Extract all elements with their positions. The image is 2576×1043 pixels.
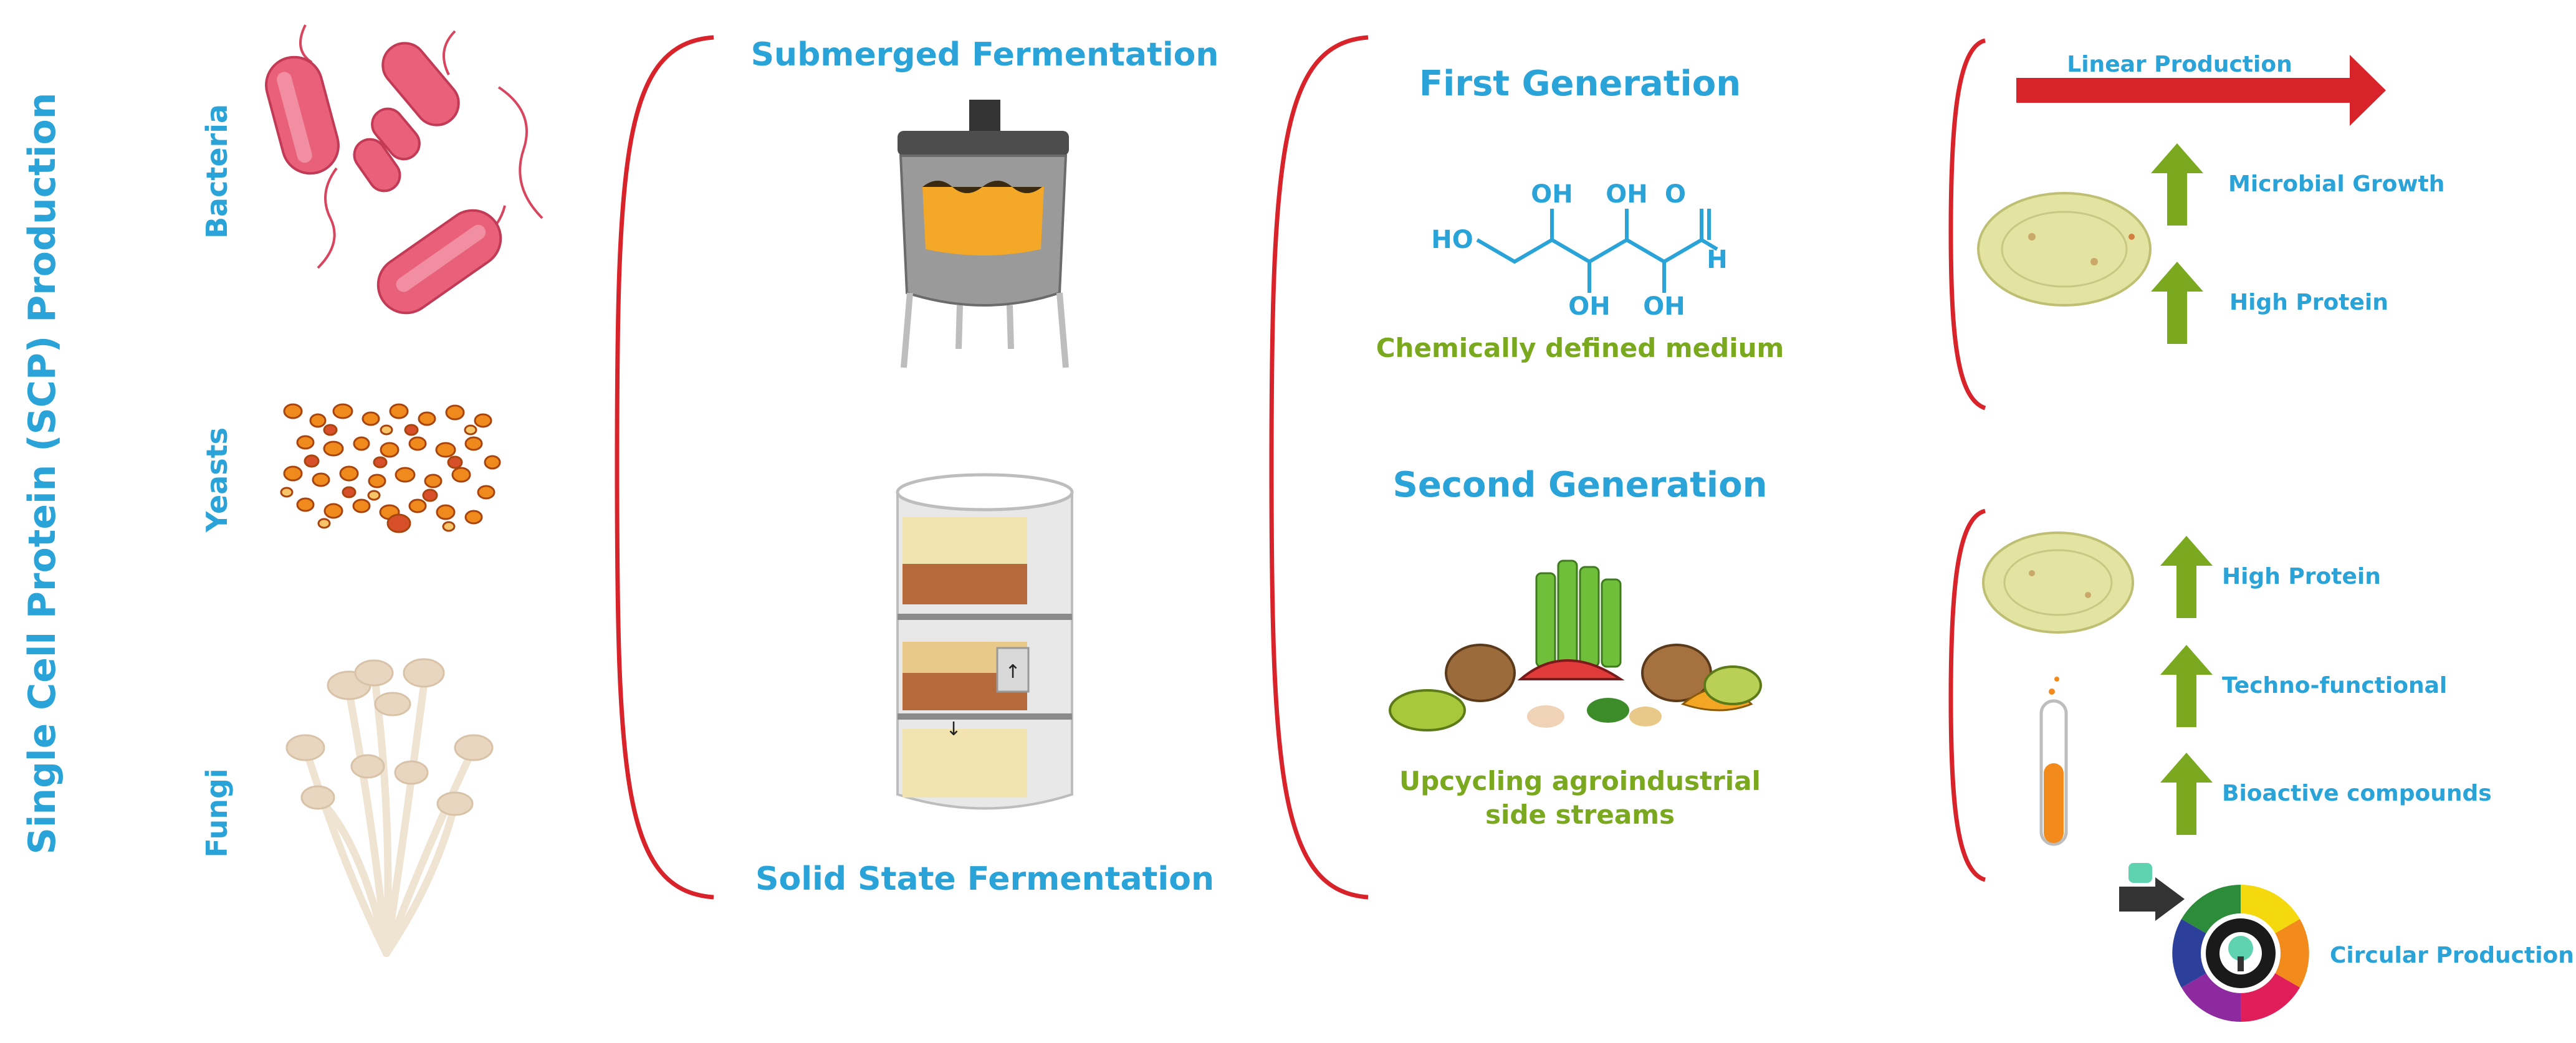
- mol-o: O: [1665, 180, 1686, 209]
- mol-h: H: [1707, 245, 1727, 274]
- bioactive-compounds-label: Bioactive compounds: [2222, 781, 2492, 806]
- glucose-molecule-diagram: HO OH OH OH OH O H: [1431, 180, 1727, 321]
- svg-text:↓: ↓: [946, 718, 961, 740]
- techno-functional-label: Techno-functional: [2222, 673, 2447, 698]
- microbial-growth-label: Microbial Growth: [2228, 171, 2444, 197]
- scp-biomass-disc-2: [1982, 531, 2134, 634]
- yeasts-label: Yeasts: [200, 427, 234, 533]
- second-generation-caption-line2: side streams: [1485, 799, 1675, 830]
- submerged-fermentation-label: Submerged Fermentation: [751, 36, 1219, 74]
- fungi-label: Fungi: [200, 768, 234, 857]
- high-protein-label-1: High Protein: [2229, 290, 2388, 315]
- submerged-fermenter-icon: [898, 100, 1069, 368]
- agroindustrial-waste-illustration: [1389, 560, 1762, 731]
- linear-production-arrow: [2016, 55, 2386, 126]
- solid-state-fermentation-label: Solid State Fermentation: [755, 860, 1214, 898]
- mol-oh-1: OH: [1531, 180, 1573, 209]
- second-generation-label: Second Generation: [1393, 465, 1768, 505]
- high-protein-arrow-icon-2: [2160, 536, 2213, 618]
- bacteria-label: Bacteria: [200, 104, 234, 239]
- mol-oh-4: OH: [1643, 292, 1685, 321]
- bioactive-compounds-arrow-icon: [2160, 753, 2213, 835]
- yeasts-illustration: [280, 403, 501, 533]
- techno-functional-arrow-icon: [2160, 645, 2213, 727]
- svg-text:↑: ↑: [1005, 661, 1020, 683]
- mol-oh-3: OH: [1568, 292, 1610, 321]
- high-protein-arrow-icon-1: [2151, 262, 2203, 344]
- solid-state-fermenter-icon: ↑ ↓: [896, 473, 1074, 810]
- second-generation-caption-line1: Upcycling agroindustrial: [1399, 766, 1761, 796]
- microbial-growth-arrow-icon: [2151, 143, 2203, 226]
- high-protein-label-2: High Protein: [2222, 564, 2381, 589]
- bracket-fermentation: [615, 35, 714, 900]
- bracket-second-generation-outcomes: [1948, 508, 1986, 882]
- mol-oh-2: OH: [1606, 180, 1647, 209]
- linear-production-label: Linear Production: [2067, 52, 2292, 77]
- bracket-generations: [1269, 35, 1369, 900]
- test-tube-icon: [2039, 677, 2068, 846]
- first-generation-label: First Generation: [1419, 64, 1741, 104]
- bacteria-illustration: [265, 24, 543, 315]
- circular-production-label: Circular Production: [2330, 943, 2574, 968]
- fungi-illustration: [285, 658, 494, 957]
- first-generation-caption: Chemically defined medium: [1376, 333, 1784, 363]
- circular-production-wheel-icon: [2172, 885, 2309, 1022]
- bracket-first-generation-outcomes: [1948, 38, 1986, 411]
- main-title: Single Cell Protein (SCP) Production: [21, 93, 64, 855]
- mol-ho-left: HO: [1431, 226, 1473, 254]
- scp-biomass-disc-1: [1977, 192, 2152, 307]
- input-arrow-icon: [2119, 863, 2185, 921]
